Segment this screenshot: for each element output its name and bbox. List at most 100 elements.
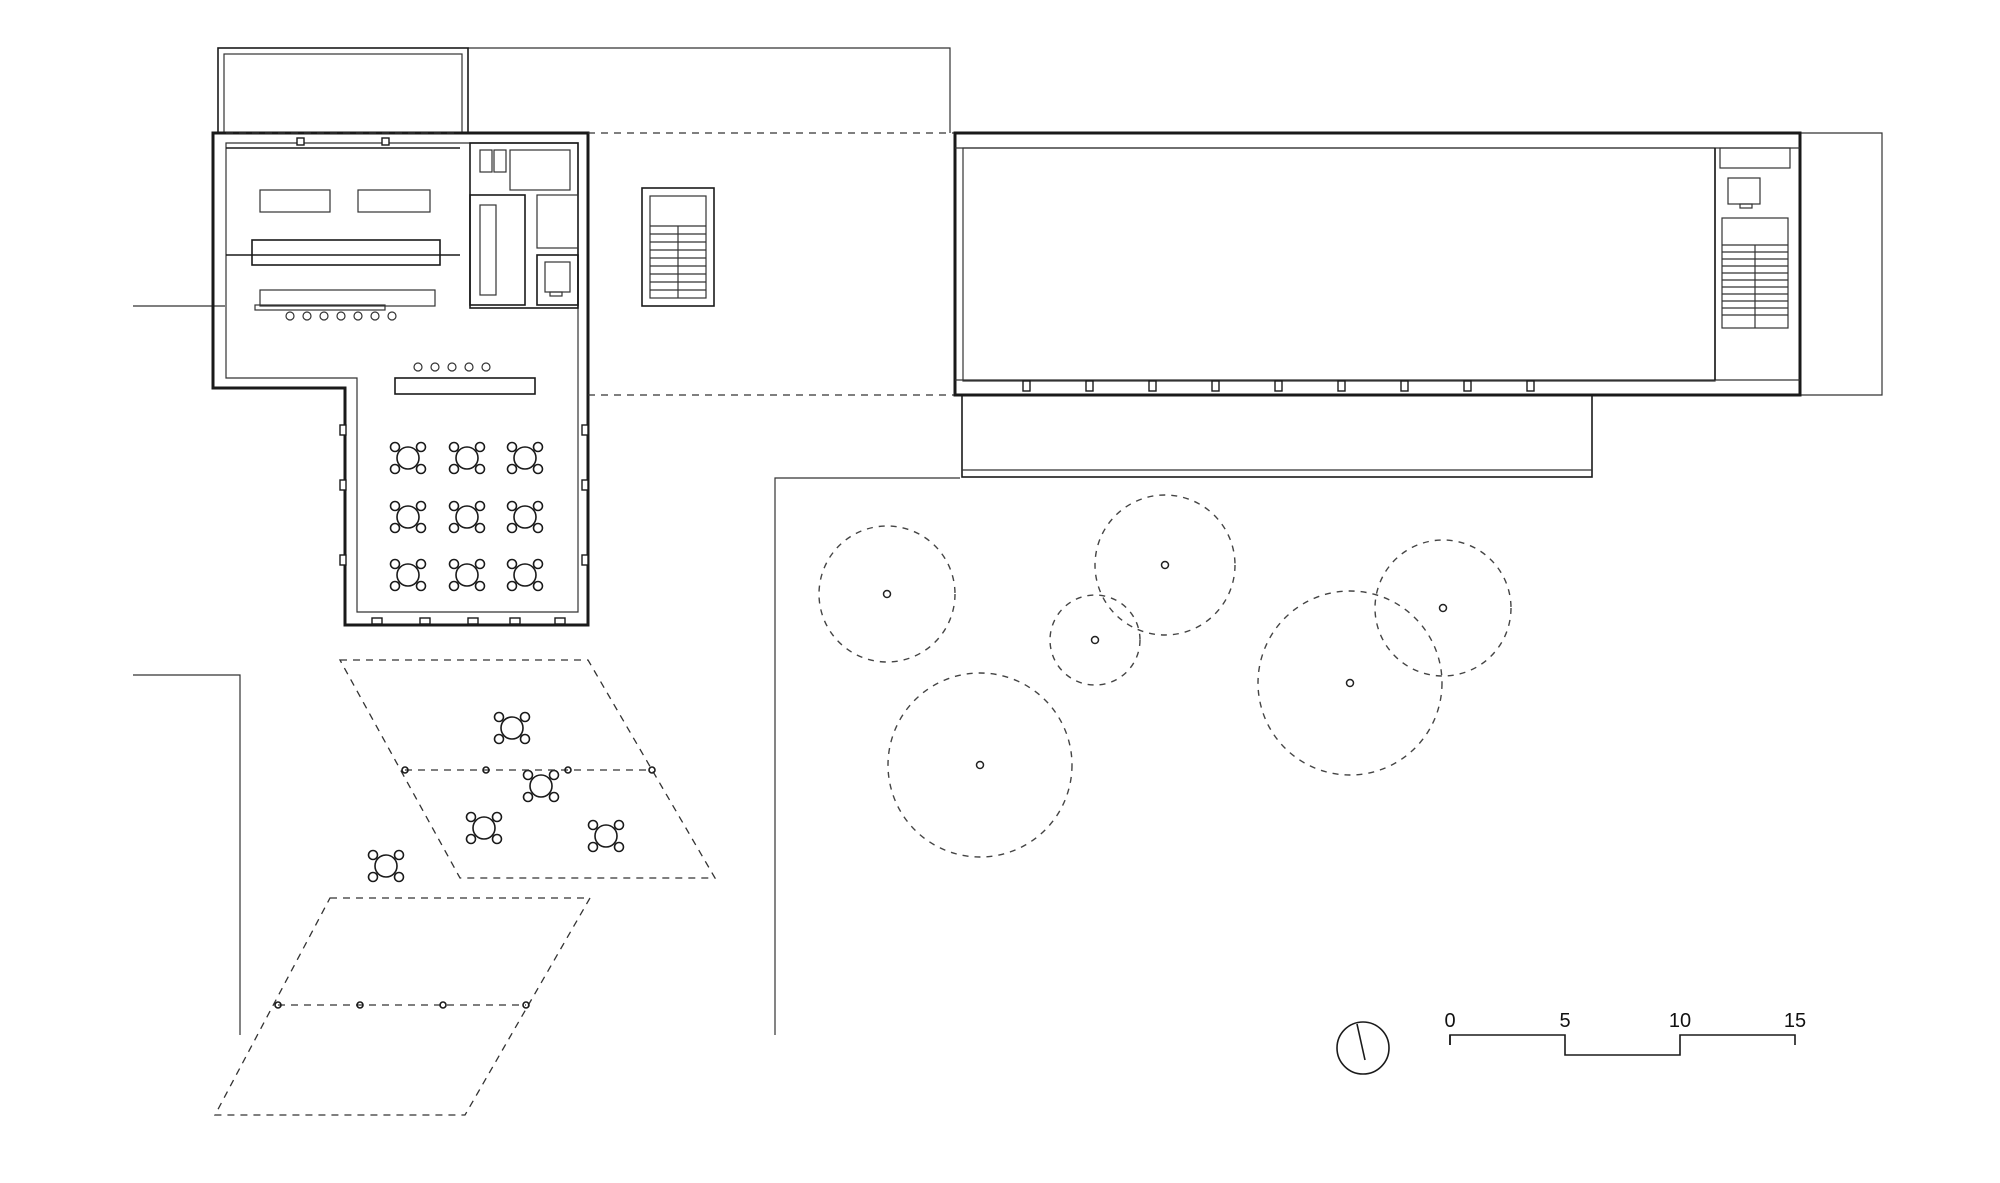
chair xyxy=(522,769,534,781)
chair xyxy=(389,522,401,534)
bollard xyxy=(401,766,409,774)
column xyxy=(1526,380,1535,392)
facade-columns xyxy=(339,424,589,625)
chair xyxy=(532,500,544,512)
dining-table xyxy=(522,769,560,803)
tree-canopy xyxy=(1257,590,1443,776)
bollard xyxy=(482,766,490,774)
chair xyxy=(548,769,560,781)
roof-terrace xyxy=(217,47,469,134)
canteen-outline xyxy=(211,131,590,627)
chair xyxy=(474,558,486,570)
scale-label-0: 0 xyxy=(1444,1010,1455,1032)
chair xyxy=(393,849,405,861)
kitchen-counter xyxy=(357,189,431,213)
tree xyxy=(1049,594,1141,686)
chair xyxy=(532,558,544,570)
hall-columns xyxy=(1022,380,1535,392)
chair xyxy=(613,841,625,853)
chair xyxy=(415,558,427,570)
dining-table xyxy=(389,500,427,534)
bollard xyxy=(274,1001,282,1009)
chair xyxy=(415,500,427,512)
chair xyxy=(506,580,518,592)
dining-tables-outdoor xyxy=(367,711,625,883)
chair xyxy=(532,522,544,534)
trees xyxy=(818,494,1512,858)
bollard xyxy=(564,766,572,774)
bollard xyxy=(356,1001,364,1009)
tree-trunk xyxy=(975,760,985,770)
tree-trunk xyxy=(1090,635,1100,645)
chair xyxy=(448,522,460,534)
chair xyxy=(522,791,534,803)
chair xyxy=(415,441,427,453)
column xyxy=(1274,380,1283,392)
chair xyxy=(389,441,401,453)
chair xyxy=(532,580,544,592)
chair xyxy=(474,500,486,512)
service-core xyxy=(469,142,579,309)
site-boundary-lines xyxy=(133,47,1883,1035)
tree xyxy=(1374,539,1512,677)
tree-trunk xyxy=(1160,560,1170,570)
chair xyxy=(493,733,505,745)
tree-trunk xyxy=(1345,678,1355,688)
chair xyxy=(506,558,518,570)
column xyxy=(1400,380,1409,392)
chair xyxy=(519,711,531,723)
chair xyxy=(448,441,460,453)
scale-label-10: 10 xyxy=(1669,1010,1691,1032)
bar-counter xyxy=(259,289,436,307)
chair xyxy=(389,580,401,592)
dining-table xyxy=(506,558,544,592)
bar-counter xyxy=(394,377,536,395)
chair xyxy=(389,500,401,512)
chair xyxy=(474,463,486,475)
bar-stools xyxy=(413,362,491,372)
chair xyxy=(367,871,379,883)
dining-table xyxy=(367,849,405,883)
chair xyxy=(448,580,460,592)
tree-canopy xyxy=(887,672,1073,858)
chair xyxy=(415,463,427,475)
bollard xyxy=(439,1001,447,1009)
dining-table xyxy=(587,819,625,853)
chair xyxy=(506,522,518,534)
dining-table xyxy=(389,558,427,592)
tree-canopy xyxy=(1374,539,1512,677)
chair xyxy=(367,849,379,861)
canteen-building xyxy=(211,47,590,627)
hall-canopy xyxy=(961,394,1593,478)
tree xyxy=(1257,590,1443,776)
dining-table xyxy=(448,558,486,592)
tree-canopy xyxy=(818,525,956,663)
dining-table xyxy=(448,500,486,534)
dining-table xyxy=(448,441,486,475)
tree-trunk xyxy=(882,589,892,599)
outdoor-staircase xyxy=(641,187,715,307)
chair xyxy=(532,441,544,453)
chair xyxy=(491,833,503,845)
chair xyxy=(548,791,560,803)
column xyxy=(1022,380,1031,392)
hall-outline xyxy=(953,131,1802,397)
bollard xyxy=(522,1001,530,1009)
chair xyxy=(393,871,405,883)
dining-table xyxy=(389,441,427,475)
column xyxy=(1085,380,1094,392)
chair xyxy=(519,733,531,745)
chair xyxy=(491,811,503,823)
chair xyxy=(465,811,477,823)
column xyxy=(1148,380,1157,392)
chair xyxy=(506,463,518,475)
chair xyxy=(415,522,427,534)
bar-stools xyxy=(285,311,397,321)
chair xyxy=(587,819,599,831)
scale-label-5: 5 xyxy=(1559,1010,1570,1032)
chair xyxy=(587,841,599,853)
chair xyxy=(448,500,460,512)
kitchen-counter xyxy=(259,189,331,213)
chair xyxy=(506,500,518,512)
